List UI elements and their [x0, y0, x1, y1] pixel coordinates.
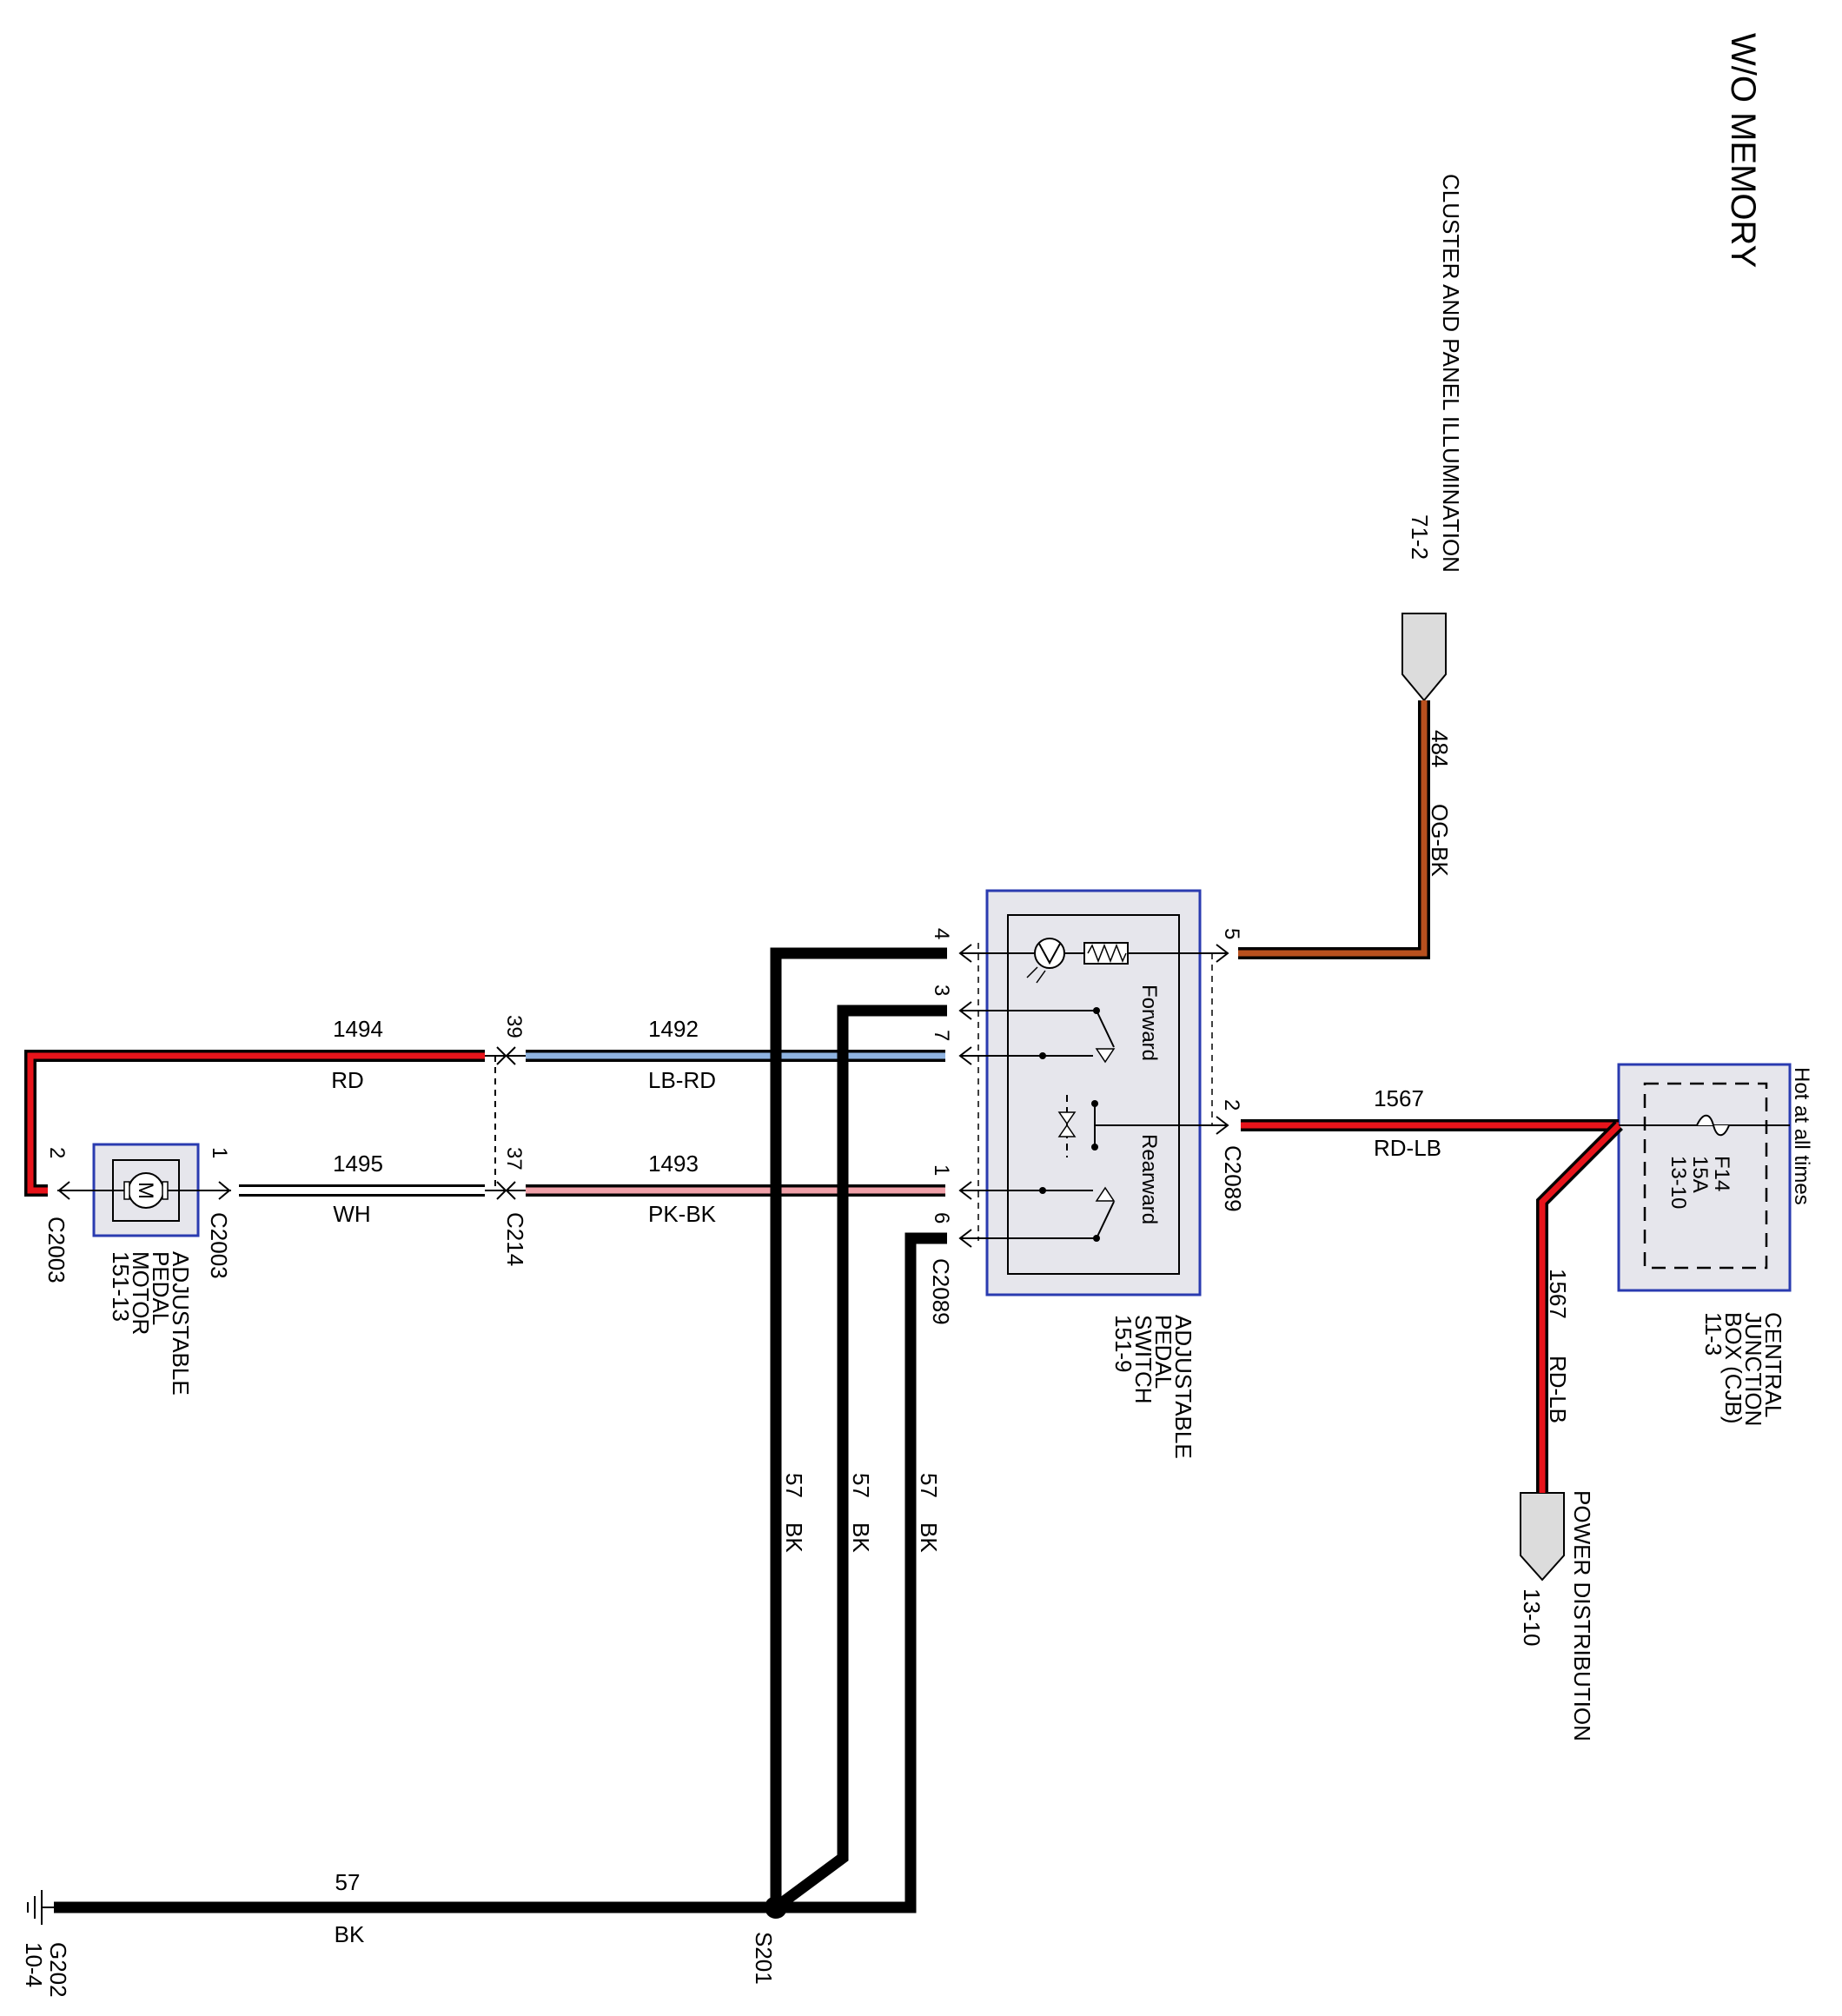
- switch-label-4: 151-9: [1110, 1315, 1136, 1373]
- c214-label: C214: [502, 1212, 528, 1266]
- cjb-label-3: BOX (CJB): [1720, 1312, 1746, 1424]
- ground-wire-3-color: BK: [916, 1522, 942, 1553]
- wire-1492-color: LB-RD: [648, 1067, 716, 1093]
- switch-terminals-left: [958, 944, 972, 1248]
- switch-connector-right: C2089: [1220, 1145, 1246, 1212]
- switch-pin-6: 6: [930, 1212, 953, 1224]
- motor-pin-1: 1: [208, 1147, 231, 1158]
- cjb-label-1: CENTRAL: [1760, 1312, 1786, 1417]
- wire-1567a-circuit: 1567: [1374, 1085, 1424, 1111]
- ground-wire-pin6: [776, 1232, 947, 1913]
- switch-terminals-right: [1216, 944, 1229, 1135]
- wire-1495-circuit: 1495: [333, 1151, 383, 1177]
- switch-pin-4: 4: [930, 928, 953, 939]
- ground-wire-1-circuit: 57: [781, 1473, 807, 1498]
- switch-label-1: ADJUSTABLE: [1170, 1315, 1196, 1459]
- ground-ref: 10-4: [21, 1942, 47, 1987]
- wire-1567b-color: RD-LB: [1545, 1356, 1571, 1423]
- switch-rearward-label: Rearward: [1137, 1134, 1161, 1224]
- cluster-ref: 71-2: [1407, 514, 1433, 560]
- ground-wires: [54, 947, 947, 1913]
- wire-1494-color: RD: [331, 1067, 364, 1093]
- power-distribution-label: POWER DISTRIBUTION: [1569, 1490, 1595, 1741]
- ground-wire-2-color: BK: [848, 1522, 874, 1553]
- splice-label: S201: [751, 1932, 777, 1985]
- wire-57-circuit: 57: [335, 1869, 361, 1895]
- switch-pin-3: 3: [930, 985, 953, 996]
- ground-icon: [27, 1890, 54, 1925]
- fuse-icon: [1696, 1114, 1730, 1137]
- wire-1492-circuit: 1492: [648, 1016, 699, 1042]
- wire-484: [1238, 700, 1430, 959]
- wire-1567-power: [1536, 1121, 1623, 1469]
- ground-wire-2-circuit: 57: [848, 1473, 874, 1498]
- diagram-title: W/O MEMORY: [1724, 33, 1762, 268]
- wire-1493-color: PK-BK: [648, 1201, 717, 1227]
- switch-pin-5: 5: [1220, 928, 1243, 939]
- splice-s201: [765, 1896, 787, 1919]
- c214-connector: [485, 1046, 526, 1200]
- wire-1567b-circuit: 1567: [1545, 1269, 1571, 1319]
- ground-wire-1-color: BK: [781, 1522, 807, 1553]
- switch-inner: [1007, 914, 1180, 1275]
- cjb-label-4: 11-3: [1700, 1312, 1726, 1356]
- motor-label-4: 151-13: [108, 1251, 134, 1322]
- switch-label-2: PEDAL: [1150, 1315, 1176, 1389]
- c214-pin-37: 37: [502, 1147, 526, 1170]
- lamp-icon: [1034, 938, 1065, 969]
- resistor-icon: [1083, 942, 1129, 965]
- switch-pin-1: 1: [930, 1164, 953, 1176]
- switch-pin-7: 7: [930, 1030, 953, 1041]
- c214-pin-39: 39: [502, 1015, 526, 1038]
- power-distribution-ref: 13-10: [1519, 1588, 1545, 1647]
- motor-pin-2: 2: [45, 1147, 69, 1158]
- motor-connector-left: C2003: [43, 1217, 70, 1283]
- motor-label-3: MOTOR: [128, 1251, 154, 1335]
- wire-484-circuit: 484: [1427, 730, 1453, 767]
- switch-contacts: [960, 1010, 1227, 1239]
- cjb-fuse-outline: [1643, 1082, 1768, 1270]
- cjb-fuse-ref: 13-10: [1666, 1156, 1690, 1209]
- ground-wire-pin3: [772, 1005, 947, 1913]
- motor-label-1: ADJUSTABLE: [168, 1251, 194, 1396]
- wire-57-color: BK: [335, 1921, 365, 1947]
- cjb-box: [1617, 1063, 1792, 1292]
- motor-symbol: M: [134, 1182, 157, 1199]
- wire-1494: [24, 1050, 485, 1197]
- wire-1567a-color: RD-LB: [1374, 1135, 1441, 1161]
- wire-1494-circuit: 1494: [333, 1016, 383, 1042]
- cjb-fuse: F14: [1710, 1156, 1733, 1191]
- cjb-amps: 15A: [1688, 1156, 1712, 1193]
- power-connector-arrow: [1520, 1492, 1565, 1582]
- cluster-connector-arrow: [1401, 613, 1447, 702]
- wire-1495-color: WH: [333, 1201, 370, 1227]
- switch-pin-2: 2: [1220, 1099, 1243, 1111]
- motor-connector-top: C2003: [206, 1212, 232, 1279]
- switch-connector-bottom: C2089: [928, 1258, 954, 1325]
- cluster-label: CLUSTER AND PANEL ILLUMINATION: [1438, 174, 1464, 573]
- wire-1493-circuit: 1493: [648, 1151, 699, 1177]
- switch-label-3: SWITCH: [1130, 1315, 1156, 1404]
- switch-forward-label: Forward: [1137, 985, 1161, 1061]
- cjb-hot-label: Hot at all times: [1790, 1067, 1813, 1205]
- ground-label: G202: [45, 1942, 71, 1998]
- wire-484-color: OG-BK: [1427, 804, 1453, 877]
- cjb-label-2: JUNCTION: [1740, 1312, 1766, 1426]
- motor-label-2: PEDAL: [148, 1251, 174, 1325]
- ground-wire-3-circuit: 57: [916, 1473, 942, 1498]
- ground-wire-pin4: [770, 947, 947, 1907]
- illumination-lamp: [960, 938, 1227, 984]
